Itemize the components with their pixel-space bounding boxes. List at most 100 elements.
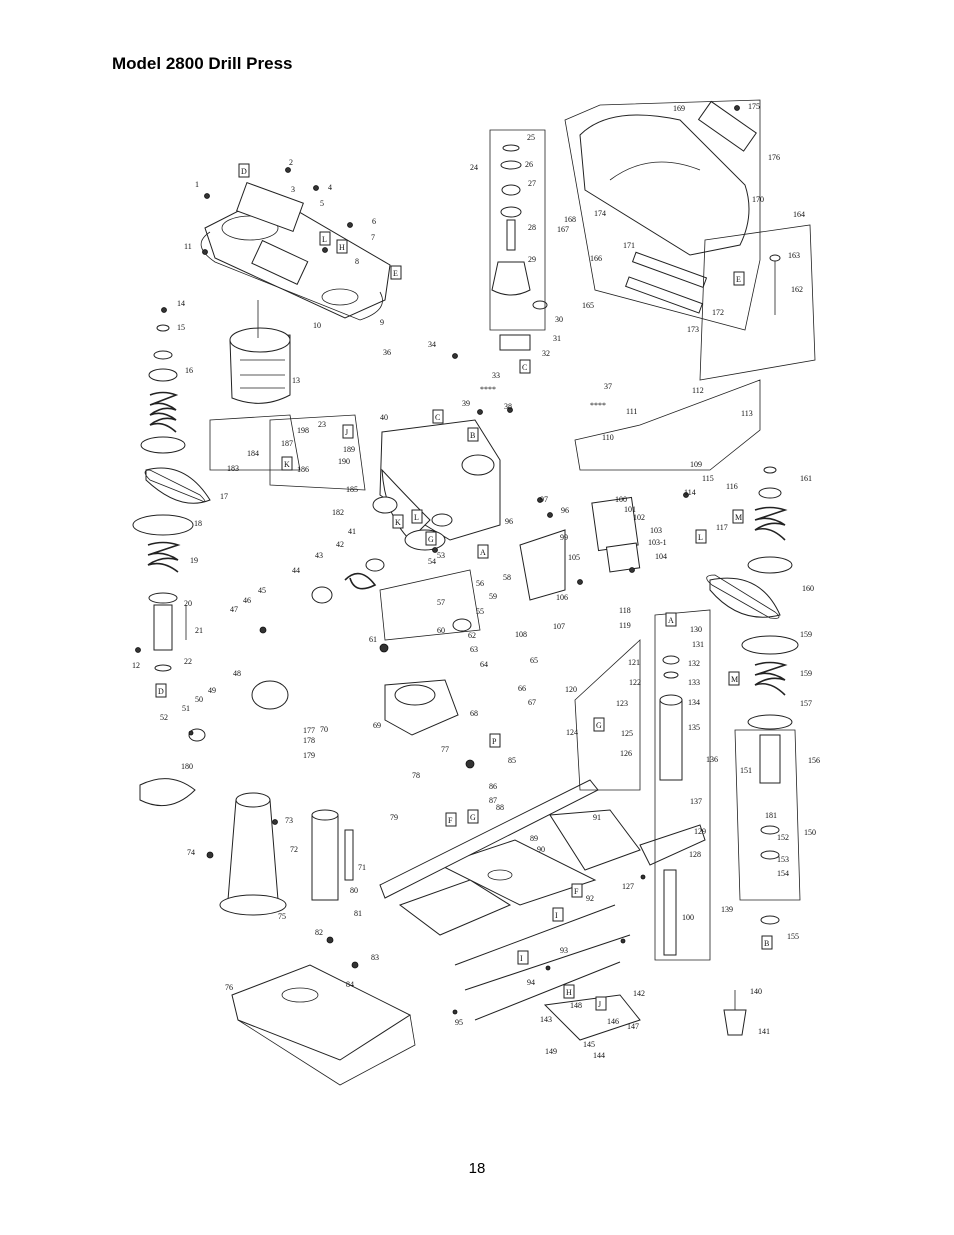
ref-box: E [736, 275, 741, 284]
ref-box: L [698, 533, 703, 542]
ref-box: M [735, 513, 742, 522]
callout-stars: **** [590, 401, 606, 410]
callout: 59 [489, 592, 497, 601]
callout: 1 [195, 180, 199, 189]
ref-box: G [470, 813, 476, 822]
callout: 19 [190, 556, 198, 565]
callout: 28 [528, 223, 536, 232]
callout: 64 [480, 660, 488, 669]
quill-spindle [639, 655, 747, 1036]
callout: 104 [655, 552, 667, 561]
callout: 18 [194, 519, 202, 528]
callout: 166 [590, 254, 602, 263]
callout: 146 [607, 1017, 619, 1026]
callout: 4 [328, 183, 332, 192]
callout: 23 [318, 420, 326, 429]
table-bracket [384, 529, 472, 736]
callout: 143 [540, 1015, 552, 1024]
ref-box: I [520, 954, 523, 963]
callout: 167 [557, 225, 569, 234]
callout: 118 [619, 606, 631, 615]
motor-mount-plate [204, 182, 391, 319]
belt-cover [579, 100, 781, 315]
callout: 119 [619, 621, 631, 630]
callout: 173 [687, 325, 699, 334]
callout: 155 [787, 932, 799, 941]
callout: 70 [320, 725, 328, 734]
leader-lines [209, 99, 816, 961]
callout: 172 [712, 308, 724, 317]
callout: 95 [455, 1018, 463, 1027]
callout: 13 [292, 376, 300, 385]
callout: 56 [476, 579, 484, 588]
callout: 114 [684, 488, 696, 497]
callout: 25 [527, 133, 535, 142]
ref-box: I [555, 911, 558, 920]
callout: 91 [593, 813, 601, 822]
callout: 47 [230, 605, 238, 614]
callout: 131 [692, 640, 704, 649]
callout: 89 [530, 834, 538, 843]
callout: 144 [593, 1051, 605, 1060]
callout: 43 [315, 551, 323, 560]
callout: 5 [320, 199, 324, 208]
callout: 184 [247, 449, 259, 458]
callout: 153 [777, 855, 789, 864]
callout: 93 [560, 946, 568, 955]
callout: 8 [355, 257, 359, 266]
chuck-guard [139, 778, 641, 1041]
callout: 81 [354, 909, 362, 918]
callout: 52 [160, 713, 168, 722]
ref-box: F [574, 887, 579, 896]
callout: 15 [177, 323, 185, 332]
callout: 139 [721, 905, 733, 914]
callout: 96 [561, 506, 569, 515]
callout: 12 [132, 661, 140, 670]
ref-box: K [284, 460, 290, 469]
callout: 86 [489, 782, 497, 791]
callout: 148 [570, 1001, 582, 1010]
callout: 27 [528, 179, 536, 188]
callout: 87 [489, 796, 497, 805]
callout: 68 [470, 709, 478, 718]
callout: 79 [390, 813, 398, 822]
ref-box: G [428, 535, 434, 544]
belts [144, 231, 780, 619]
callout: 136 [706, 755, 718, 764]
callout: 32 [542, 349, 550, 358]
callout: 3 [291, 185, 295, 194]
callout: 54 [428, 557, 436, 566]
callout: 133 [688, 678, 700, 687]
callout: 171 [623, 241, 635, 250]
ref-box: B [470, 431, 475, 440]
callout: 53 [437, 551, 445, 560]
callout: 128 [689, 850, 701, 859]
ref-box: G [596, 721, 602, 730]
callout: 60 [437, 626, 445, 635]
callout: 62 [468, 631, 476, 640]
callout: 108 [515, 630, 527, 639]
callout: 44 [292, 566, 300, 575]
callout: 42 [336, 540, 344, 549]
right-pulley-stack [709, 466, 799, 925]
callout: 113 [741, 409, 753, 418]
ref-box: J [598, 1000, 601, 1009]
callout: 102 [633, 513, 645, 522]
callout: 96 [505, 517, 513, 526]
callout: 154 [777, 869, 789, 878]
callout: 31 [553, 334, 561, 343]
callout: 177 [303, 726, 315, 735]
callout: 185 [346, 485, 358, 494]
callout: 2 [289, 158, 293, 167]
callout: 117 [716, 523, 728, 532]
callout: 180 [181, 762, 193, 771]
callout: 103 [650, 526, 662, 535]
ref-box: B [764, 939, 769, 948]
callout: 105 [568, 553, 580, 562]
callout: 55 [476, 607, 484, 616]
callout: 181 [765, 811, 777, 820]
callout: 17 [220, 492, 228, 501]
callout: 100 [682, 913, 694, 922]
callout: 156 [808, 756, 820, 765]
callout: 63 [470, 645, 478, 654]
